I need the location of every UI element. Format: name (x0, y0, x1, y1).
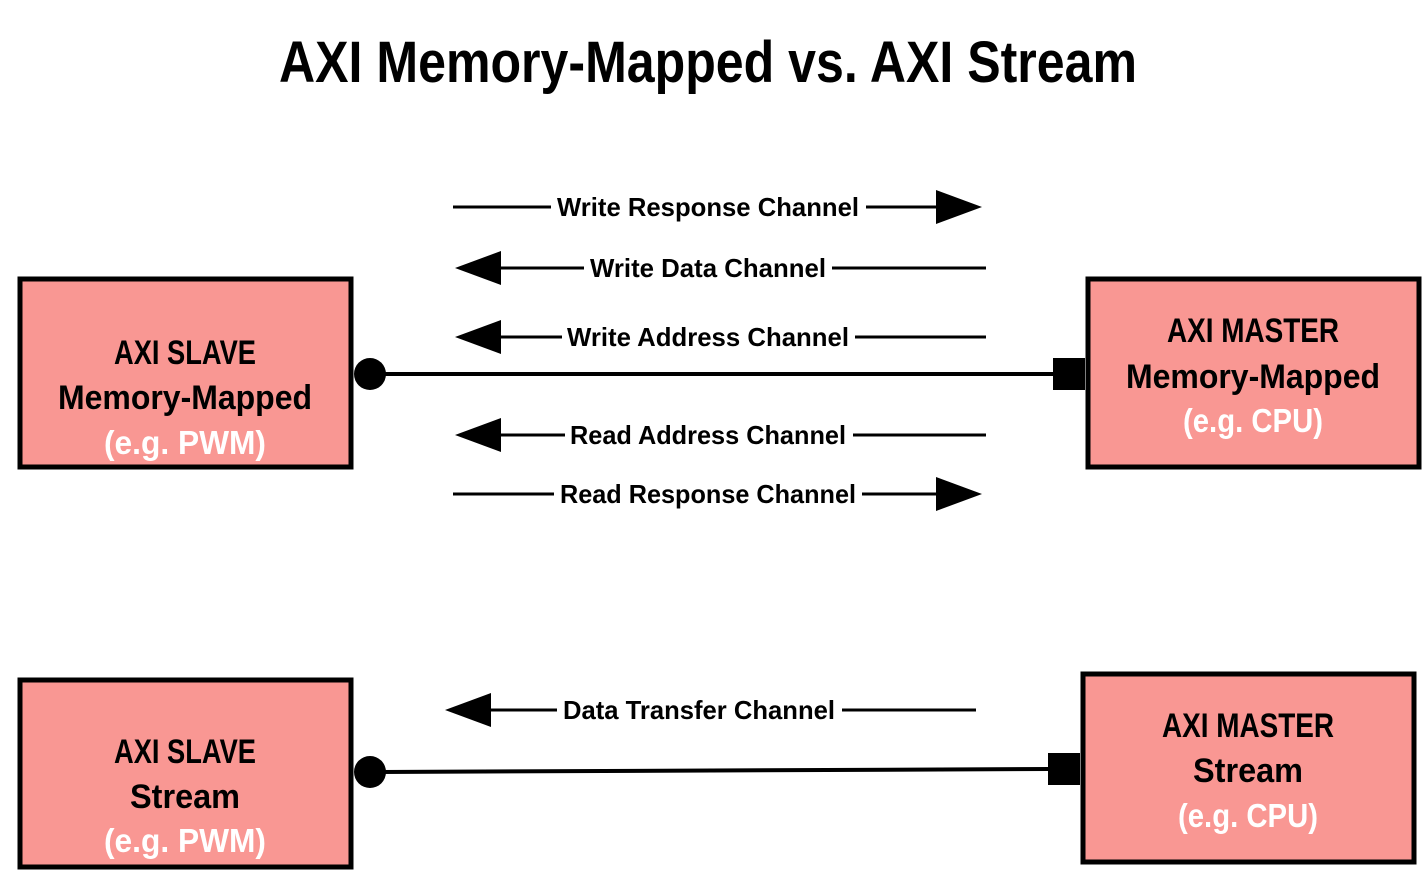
mm-master-type: Memory-Mapped (1126, 358, 1380, 396)
arrow-left-icon (445, 693, 491, 727)
channel-read-response: Read Response Channel (453, 477, 982, 511)
channel-label: Write Data Channel (590, 253, 826, 283)
stream-master-title: AXI MASTER (1162, 707, 1334, 745)
stream-slave-title: AXI SLAVE (114, 733, 256, 771)
arrow-left-icon (455, 251, 501, 285)
arrow-left-icon (455, 320, 501, 354)
mm-master-example: (e.g. CPU) (1183, 402, 1323, 439)
mm-master-title: AXI MASTER (1167, 312, 1339, 350)
arrow-right-icon (936, 477, 982, 511)
mm-slave-connector-icon (354, 358, 386, 390)
stream-slave-example: (e.g. PWM) (104, 822, 266, 859)
stream-master-example: (e.g. CPU) (1178, 797, 1318, 834)
stream-slave-connector-icon (354, 756, 386, 788)
mm-master-box: AXI MASTER Memory-Mapped (e.g. CPU) (1085, 276, 1422, 470)
page-title: AXI Memory-Mapped vs. AXI Stream (279, 30, 1137, 95)
arrow-right-icon (936, 190, 982, 224)
mm-slave-type: Memory-Mapped (58, 379, 312, 417)
memory-mapped-section: AXI SLAVE Memory-Mapped (e.g. PWM) AXI M… (17, 190, 1422, 511)
stream-master-connector-icon (1048, 753, 1080, 785)
channel-label: Read Address Channel (570, 420, 846, 450)
mm-master-connector-icon (1053, 358, 1085, 390)
channel-label: Write Address Channel (567, 322, 849, 352)
channel-data-transfer: Data Transfer Channel (445, 693, 976, 727)
mm-slave-box: AXI SLAVE Memory-Mapped (e.g. PWM) (17, 276, 354, 470)
stream-slave-box: AXI SLAVE Stream (e.g. PWM) (17, 677, 354, 870)
stream-master-type: Stream (1193, 752, 1303, 790)
channel-write-response: Write Response Channel (453, 190, 982, 224)
channel-label: Write Response Channel (557, 192, 859, 222)
stream-slave-type: Stream (130, 778, 240, 816)
channel-read-address: Read Address Channel (455, 418, 986, 452)
arrow-left-icon (455, 418, 501, 452)
stream-master-box: AXI MASTER Stream (e.g. CPU) (1080, 671, 1417, 865)
channel-label: Data Transfer Channel (563, 695, 835, 725)
channel-write-data: Write Data Channel (455, 251, 986, 285)
channel-label: Read Response Channel (560, 479, 856, 509)
channel-write-address: Write Address Channel (455, 320, 986, 354)
mm-slave-title: AXI SLAVE (114, 334, 256, 372)
mm-slave-example: (e.g. PWM) (104, 424, 266, 461)
stream-bus-line (369, 767, 1050, 774)
stream-section: AXI SLAVE Stream (e.g. PWM) AXI MASTER S… (17, 671, 1417, 870)
